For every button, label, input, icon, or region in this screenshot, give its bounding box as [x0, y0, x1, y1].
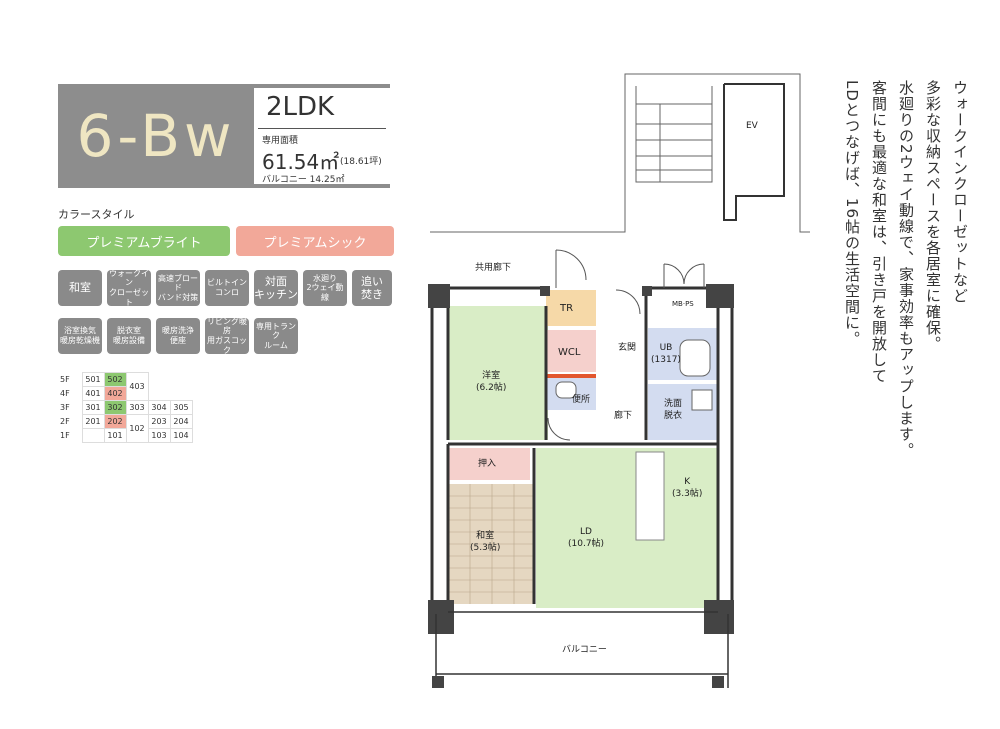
description-line-5: LDとつなげば、16帖の生活空間に。 — [843, 80, 861, 347]
label-wcl: WCL — [558, 347, 581, 358]
feature-badge: ウォークイン クローゼット — [107, 268, 151, 307]
balcony-area: バルコニー 14.25㎡ — [262, 175, 345, 185]
doors — [547, 249, 705, 441]
unit-type: 6-Bw — [58, 84, 254, 188]
label-bath: UB (1317) — [651, 343, 681, 366]
label-ev: EV — [746, 121, 758, 131]
area-value: 61.54㎡ — [262, 150, 340, 174]
unit-cell: 104 — [169, 428, 193, 443]
description-line-1: ウォークインクローゼットなど — [951, 80, 969, 304]
area-label: 専用面積 — [262, 136, 299, 146]
feature-badge: 対面 キッチン — [254, 270, 298, 306]
floor-label: 4F — [60, 389, 70, 398]
stair-outline — [430, 73, 810, 233]
layout-type: 2LDK — [266, 92, 335, 122]
room-tr — [546, 290, 596, 326]
description-line-2: 多彩な収納スペースを各居室に確保。 — [924, 80, 942, 352]
area-tsubo: (18.61坪) — [340, 157, 382, 167]
label-balcony: バルコニー — [562, 645, 607, 655]
tatami-room — [448, 484, 534, 604]
floor-label: 2F — [60, 417, 70, 426]
label-corridor: 共用廊下 — [475, 263, 512, 273]
label-washitsu: 和室 (5.3帖) — [470, 531, 501, 554]
divider — [258, 128, 386, 129]
color-style-title: カラースタイル — [58, 208, 135, 221]
floor-label: 1F — [60, 431, 70, 440]
feature-badge: 浴室換気 暖房乾燥機 — [58, 318, 102, 354]
feature-badge: 高速ブロード バンド対策 — [156, 270, 200, 306]
feature-badge: 脱衣室 暖房設備 — [107, 318, 151, 354]
room-western — [448, 306, 548, 440]
walls — [430, 286, 734, 614]
kitchen-counter — [635, 451, 665, 541]
feature-badge: 専用トランク ルーム — [254, 318, 298, 354]
label-toilet: 便所 — [572, 395, 591, 405]
unit-cell-highlight: 202 — [103, 414, 127, 429]
description-line-3: 水廻りの2ウェイ動線で、家事効率もアップします。 — [897, 80, 915, 459]
balcony — [435, 611, 729, 688]
unit-summary: 2LDK 専用面積 61.54㎡ (18.61坪) バルコニー 14.25㎡ — [254, 84, 390, 188]
description-line-4: 客間にも最適な和室は、引き戸を開放して — [870, 80, 888, 384]
floor-label: 5F — [60, 375, 70, 384]
feature-badge: 追い 焚き — [352, 270, 392, 306]
label-mbps: MB·PS — [672, 300, 694, 308]
columns — [428, 284, 734, 634]
color-style-bright-button[interactable]: プレミアムブライト — [58, 226, 230, 256]
table-row: 4F 401 402 — [58, 386, 192, 401]
label-hallway: 廊下 — [614, 411, 633, 421]
label-kitchen: K (3.3帖) — [672, 477, 703, 500]
feature-badge: 暖房洗浄 便座 — [156, 318, 200, 354]
room-oshiire — [448, 448, 530, 480]
unit-cell: 101 — [103, 428, 127, 443]
unit-cell-highlight: 302 — [103, 400, 127, 415]
color-style-chic-button[interactable]: プレミアムシック — [236, 226, 394, 256]
unit-cell-highlight: 402 — [103, 386, 127, 401]
table-row: 3F 301 302 303 304 305 — [58, 400, 193, 415]
feature-badge: 水廻り 2ウェイ動線 — [303, 270, 347, 306]
label-washroom: 洗面 脱衣 — [664, 399, 683, 422]
floor-location-table: 5F 501 502 403 4F 401 402 3F 301 302 303… — [58, 372, 193, 443]
feature-badge: リビング暖房 用ガスコック — [205, 316, 249, 355]
feature-badge: 和室 — [58, 270, 102, 306]
label-ld: LD (10.7帖) — [568, 527, 605, 550]
label-genkan: 玄関 — [618, 343, 637, 353]
room-wcl — [546, 330, 596, 372]
table-row: 5F 501 502 403 — [58, 372, 192, 401]
label-western-room: 洋室 (6.2帖) — [476, 371, 507, 394]
table-row: 1F 101 103 104 — [58, 428, 193, 443]
label-tr: TR — [560, 303, 574, 314]
unit-header: 6-Bw 2LDK 専用面積 61.54㎡ (18.61坪) バルコニー 14.… — [58, 84, 390, 188]
feature-badge: ビルトイン コンロ — [205, 270, 249, 306]
label-oshiire: 押入 — [478, 459, 497, 469]
floor-label: 3F — [60, 403, 70, 412]
